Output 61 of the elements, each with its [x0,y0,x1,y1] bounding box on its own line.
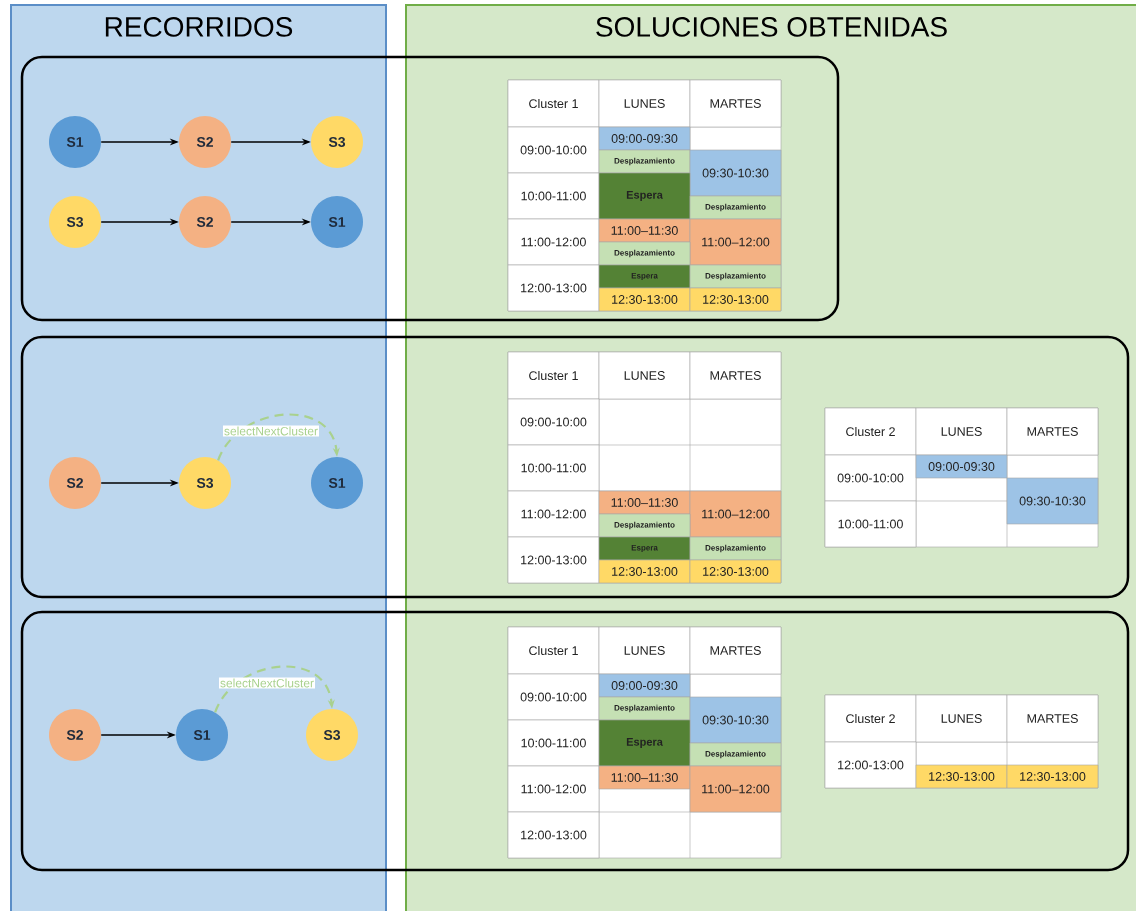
table-header-cell: MARTES [1006,407,1099,456]
table-cell: 11:00–11:30 [598,218,691,243]
table-cell: 12:30-13:00 [689,559,782,584]
table-cell: 11:00-12:00 [507,218,600,266]
table-cell: 10:00-11:00 [507,719,600,767]
table-cell: 10:00-11:00 [507,444,600,492]
table-cell: Desplazamiento [689,264,782,289]
table-cell: 12:30-13:00 [1006,764,1099,789]
table-cell: Espera [598,172,691,220]
table-cell: 12:30-13:00 [689,287,782,312]
table-cell: 11:00–12:00 [689,490,782,538]
table-header-cell: MARTES [689,351,782,400]
table-cell: Desplazamiento [598,149,691,174]
table-cell: 11:00-12:00 [507,490,600,538]
table-cell: 12:00-13:00 [507,811,600,859]
table-cell: Desplazamiento [598,513,691,538]
table-cell: 12:00-13:00 [824,741,917,789]
table-cell: 11:00–12:00 [689,765,782,813]
table-header-cell: MARTES [689,79,782,128]
table-header-cell: Cluster 1 [507,626,600,675]
table-header-cell: MARTES [1006,694,1099,743]
table-cell: 12:30-13:00 [598,287,691,312]
table-cell: Desplazamiento [598,241,691,266]
table-cell: Desplazamiento [689,195,782,220]
table-cell: 11:00–12:00 [689,218,782,266]
table-cell: Espera [598,264,691,289]
table-header-cell: LUNES [598,626,691,675]
arrow [217,413,340,461]
edge-label: selectNextCluster [219,677,315,689]
table-header-cell: Cluster 2 [824,694,917,743]
table-cell: 12:00-13:00 [507,264,600,312]
table-header-cell: MARTES [689,626,782,675]
table-cell: 09:00-10:00 [507,398,600,446]
table-header-cell: LUNES [915,407,1008,456]
table-header-cell: Cluster 1 [507,351,600,400]
table-cell: 09:30-10:30 [689,149,782,197]
table-header-cell: LUNES [598,351,691,400]
table-cell: Espera [598,719,691,767]
table-cell: 12:30-13:00 [915,764,1008,789]
table-header-cell: LUNES [598,79,691,128]
table-cell: 09:00-10:00 [507,126,600,174]
table-cell: Desplazamiento [689,742,782,767]
table-cell: 09:00-09:30 [598,126,691,151]
table-cell: 09:00-09:30 [598,673,691,698]
table-cell: 09:30-10:30 [1006,477,1099,525]
table-cell: 09:30-10:30 [689,696,782,744]
table-cell: 09:00-10:00 [507,673,600,721]
edge-label: selectNextCluster [223,425,319,437]
table-header-cell: Cluster 1 [507,79,600,128]
table-cell: 12:00-13:00 [507,536,600,584]
table-cell: 11:00–11:30 [598,765,691,790]
table-cell: 10:00-11:00 [507,172,600,220]
table-header-cell: Cluster 2 [824,407,917,456]
table-cell: 09:00-10:00 [824,454,917,502]
table-cell: 11:00-12:00 [507,765,600,813]
table-cell: 10:00-11:00 [824,500,917,548]
table-cell: 12:30-13:00 [598,559,691,584]
table-header-cell: LUNES [915,694,1008,743]
table-cell: Desplazamiento [689,536,782,561]
table-cell: 09:00-09:30 [915,454,1008,479]
arrow [214,665,335,713]
